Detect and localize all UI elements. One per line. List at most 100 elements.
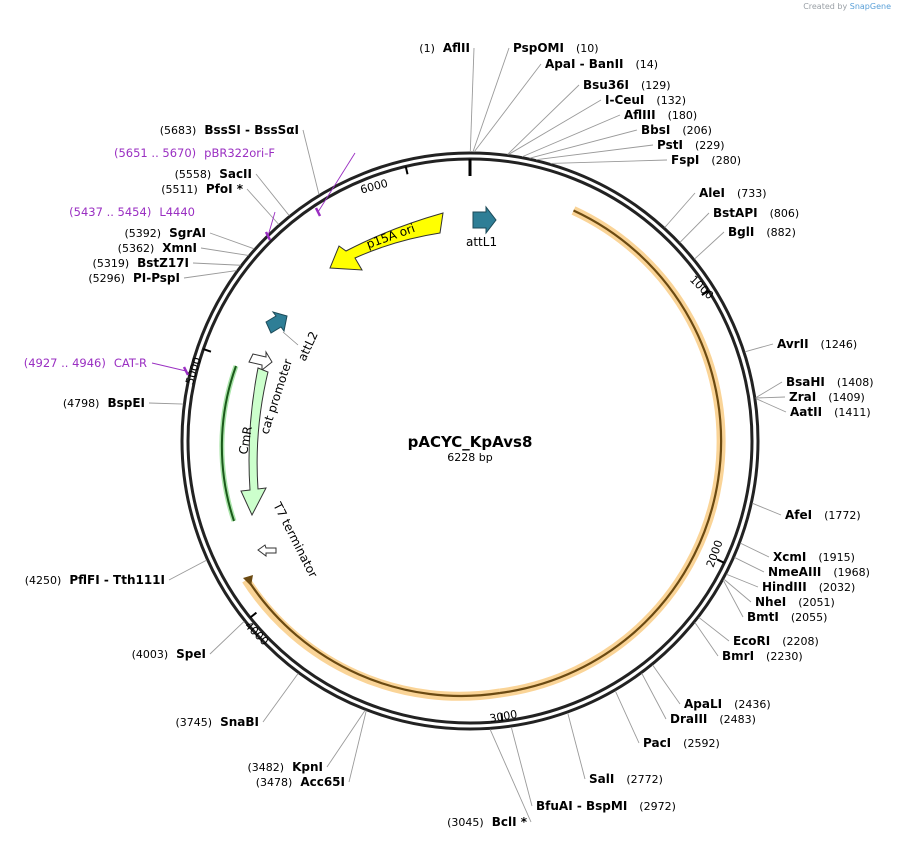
enzyme-leader	[694, 231, 725, 260]
feature-t7-terminator	[257, 544, 277, 557]
tick-mark	[404, 166, 409, 175]
enzyme-name: NheI	[755, 595, 786, 609]
enzyme-name: PfoI *	[206, 182, 244, 196]
enzyme-leader	[302, 129, 320, 195]
primer-leader	[317, 152, 356, 213]
enzyme-name: FspI	[671, 153, 699, 167]
enzyme-name: AfeI	[785, 508, 812, 522]
enzyme-leader	[722, 579, 744, 618]
enzyme-name: PstI	[657, 138, 683, 152]
enzyme-leader	[209, 621, 245, 655]
enzyme-name: BstZ17I	[137, 256, 189, 270]
enzyme-name: SacII	[219, 167, 252, 181]
orange-arc-arrowhead	[243, 575, 253, 586]
enzyme-position: (2483)	[719, 713, 756, 726]
enzyme-name: ApaI - BanII	[545, 57, 624, 71]
enzyme-name: BmtI	[747, 610, 779, 624]
enzyme-name: AatII	[790, 405, 822, 419]
enzyme-position: (206)	[682, 124, 712, 137]
enzyme-position: (2032)	[819, 581, 856, 594]
feature-label-attl2: attL2	[295, 329, 321, 363]
enzyme-name: BspEI	[107, 396, 145, 410]
enzyme-position: (882)	[766, 226, 796, 239]
enzyme-position: (1409)	[828, 391, 865, 404]
enzyme-leader	[246, 188, 280, 225]
watermark: Created by SnapGene	[803, 2, 891, 11]
enzyme-position: (1772)	[824, 509, 861, 522]
enzyme-leader	[726, 573, 759, 588]
enzyme-name: DraIII	[670, 712, 707, 726]
feature-cmr	[240, 367, 269, 517]
orange-arc-bottom-glow	[242, 577, 501, 701]
enzyme-position: (2772)	[626, 773, 663, 786]
tick-mark	[203, 348, 212, 353]
enzyme-position: (5296)	[88, 272, 125, 285]
enzyme-leader	[183, 270, 237, 279]
enzyme-position: (5362)	[118, 242, 155, 255]
tick-mark	[716, 558, 725, 564]
enzyme-position: (3745)	[176, 716, 213, 729]
enzyme-leader	[752, 502, 782, 516]
tick-mark	[249, 611, 258, 619]
enzyme-leader	[679, 212, 710, 243]
enzyme-leader	[698, 617, 730, 642]
enzyme-position: (5319)	[93, 257, 130, 270]
enzyme-name: SpeI	[176, 647, 206, 661]
enzyme-name: XcmI	[773, 550, 806, 564]
feature-label-p15a-ori: p15A ori	[364, 221, 416, 251]
enzyme-leader	[734, 557, 765, 573]
enzyme-position: (5558)	[175, 168, 212, 181]
feature-cat-promoter	[248, 350, 273, 372]
enzyme-leader	[168, 559, 207, 581]
enzyme-name: SnaBI	[220, 715, 259, 729]
enzyme-name: BglI	[728, 225, 754, 239]
plasmid-name: pACYC_KpAvs8	[408, 433, 533, 451]
enzyme-leader	[510, 726, 533, 807]
enzyme-position: (2051)	[798, 596, 835, 609]
watermark-text: Created by	[803, 2, 848, 11]
enzyme-position: (1408)	[837, 376, 874, 389]
enzyme-name: KpnI	[292, 760, 323, 774]
enzyme-name: AleI	[699, 186, 725, 200]
enzyme-leader	[489, 729, 532, 823]
enzyme-name: Bsu36I	[583, 78, 629, 92]
enzyme-leader	[507, 84, 580, 155]
feature-label-t7-terminator: T7 terminator	[270, 499, 320, 580]
enzyme-name: HindIII	[762, 580, 807, 594]
primer-range: (4927 .. 4946)	[24, 356, 106, 370]
feature-p15a-ori	[329, 212, 444, 271]
enzyme-position: (5511)	[161, 183, 198, 196]
enzyme-position: (229)	[695, 139, 725, 152]
enzyme-position: (5683)	[160, 124, 197, 137]
feature-attl1	[472, 205, 497, 235]
enzyme-leader	[209, 232, 255, 250]
primer-name: L4440	[159, 205, 195, 219]
enzyme-position: (4798)	[63, 397, 100, 410]
enzyme-name: BbsI	[641, 123, 670, 137]
cmr-arc	[220, 365, 237, 522]
enzyme-name: BfuAI - BspMI	[536, 799, 627, 813]
enzyme-name: BssSI - BssSαI	[204, 123, 299, 137]
enzyme-leader	[529, 129, 638, 159]
attl2-leader	[282, 331, 299, 346]
enzyme-position: (2592)	[683, 737, 720, 750]
enzyme-leader	[522, 114, 621, 158]
enzyme-position: (1411)	[834, 406, 871, 419]
enzyme-name: PflFI - Tth111I	[69, 573, 165, 587]
tick-mark	[500, 713, 504, 722]
enzyme-name: SgrAI	[169, 226, 206, 240]
enzyme-position: (733)	[737, 187, 767, 200]
enzyme-leader	[652, 664, 681, 705]
enzyme-name: ZraI	[789, 390, 816, 404]
enzyme-group: AflII(1)PspOMI(10)ApaI - BanII(14)Bsu36I…	[25, 41, 874, 829]
primer-leader	[267, 211, 276, 237]
enzyme-name: Acc65I	[300, 775, 345, 789]
enzyme-leader	[192, 262, 241, 266]
enzyme-name: AvrII	[777, 337, 809, 351]
enzyme-name: BstAPI	[713, 206, 758, 220]
enzyme-name: SalI	[589, 772, 614, 786]
enzyme-name: PacI	[643, 736, 671, 750]
enzyme-position: (806)	[770, 207, 800, 220]
enzyme-leader	[473, 63, 542, 153]
enzyme-leader	[536, 144, 654, 161]
